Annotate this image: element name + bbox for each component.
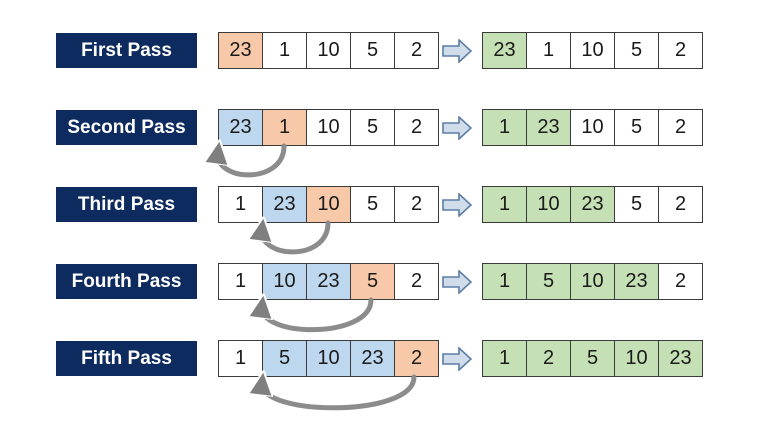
pass-label: First Pass — [56, 33, 197, 68]
pass-row-5: Fifth Pass 1 5 10 23 2 1 2 5 10 23 — [0, 340, 765, 378]
array-cell: 10 — [307, 341, 351, 376]
right-arrow-icon — [442, 193, 472, 217]
insert-arrow — [262, 300, 374, 333]
array-cell: 10 — [307, 33, 351, 68]
array-cell: 10 — [263, 264, 307, 299]
array-after: 1 5 10 23 2 — [482, 263, 703, 300]
array-cell: 2 — [410, 270, 423, 292]
array-cell: 2 — [674, 193, 687, 215]
pass-row-4: Fourth Pass 1 10 23 5 2 1 5 10 23 2 — [0, 263, 765, 301]
pass-label: Fifth Pass — [56, 341, 197, 376]
array-cell: 5 — [615, 187, 659, 222]
right-arrow-icon — [442, 270, 472, 294]
array-cell: 23 — [527, 110, 571, 145]
array-before: 1 5 10 23 2 — [218, 340, 439, 377]
array-cell: 2 — [410, 39, 423, 61]
array-cell: 23 — [307, 264, 351, 299]
array-cell: 2 — [395, 341, 438, 376]
array-cell: 1 — [483, 264, 527, 299]
array-before: 1 23 10 5 2 — [218, 186, 439, 223]
array-cell: 10 — [307, 187, 351, 222]
array-after: 1 2 5 10 23 — [482, 340, 703, 377]
array-cell: 2 — [527, 341, 571, 376]
right-arrow-icon — [442, 116, 472, 140]
array-cell: 23 — [483, 33, 527, 68]
array-cell: 10 — [527, 187, 571, 222]
pass-row-1: First Pass 23 1 10 5 2 23 1 10 5 2 — [0, 32, 765, 70]
array-cell: 5 — [527, 264, 571, 299]
array-cell: 5 — [351, 33, 395, 68]
array-cell: 2 — [674, 270, 687, 292]
array-cell: 5 — [351, 187, 395, 222]
array-cell: 5 — [351, 264, 395, 299]
array-cell: 23 — [615, 264, 659, 299]
pass-row-3: Third Pass 1 23 10 5 2 1 10 23 5 2 — [0, 186, 765, 224]
array-cell: 23 — [351, 341, 395, 376]
array-cell: 5 — [615, 33, 659, 68]
array-cell: 23 — [571, 187, 615, 222]
array-cell: 10 — [307, 110, 351, 145]
array-after: 1 10 23 5 2 — [482, 186, 703, 223]
array-before: 23 1 10 5 2 — [218, 109, 439, 146]
array-cell: 1 — [263, 33, 307, 68]
array-cell: 23 — [263, 187, 307, 222]
insert-arrow — [262, 377, 417, 411]
right-arrow-icon — [442, 39, 472, 63]
array-cell: 1 — [263, 110, 307, 145]
array-after: 1 23 10 5 2 — [482, 109, 703, 146]
array-cell: 1 — [219, 264, 263, 299]
insert-arrow — [218, 146, 287, 178]
array-cell: 5 — [615, 110, 659, 145]
array-cell: 5 — [263, 341, 307, 376]
right-arrow-icon — [442, 347, 472, 371]
array-cell: 5 — [571, 341, 615, 376]
array-cell: 1 — [219, 187, 263, 222]
array-cell: 2 — [674, 39, 687, 61]
array-cell: 1 — [219, 341, 263, 376]
array-cell: 10 — [571, 264, 615, 299]
array-cell: 1 — [483, 341, 527, 376]
array-cell: 1 — [483, 187, 527, 222]
array-cell: 10 — [615, 341, 659, 376]
array-cell: 1 — [527, 33, 571, 68]
array-cell: 2 — [674, 116, 687, 138]
array-cell: 23 — [659, 341, 702, 376]
array-cell: 2 — [410, 193, 423, 215]
array-cell: 10 — [571, 33, 615, 68]
array-cell: 1 — [483, 110, 527, 145]
array-cell: 23 — [219, 110, 263, 145]
pass-label: Fourth Pass — [56, 264, 197, 299]
pass-row-2: Second Pass 23 1 10 5 2 1 23 10 5 2 — [0, 109, 765, 147]
pass-label: Third Pass — [56, 187, 197, 222]
pass-label: Second Pass — [56, 110, 197, 145]
array-before: 23 1 10 5 2 — [218, 32, 439, 69]
array-cell: 5 — [351, 110, 395, 145]
insert-arrow — [262, 223, 331, 255]
array-cell: 23 — [219, 33, 263, 68]
array-cell: 2 — [410, 116, 423, 138]
array-before: 1 10 23 5 2 — [218, 263, 439, 300]
array-after: 23 1 10 5 2 — [482, 32, 703, 69]
array-cell: 10 — [571, 110, 615, 145]
